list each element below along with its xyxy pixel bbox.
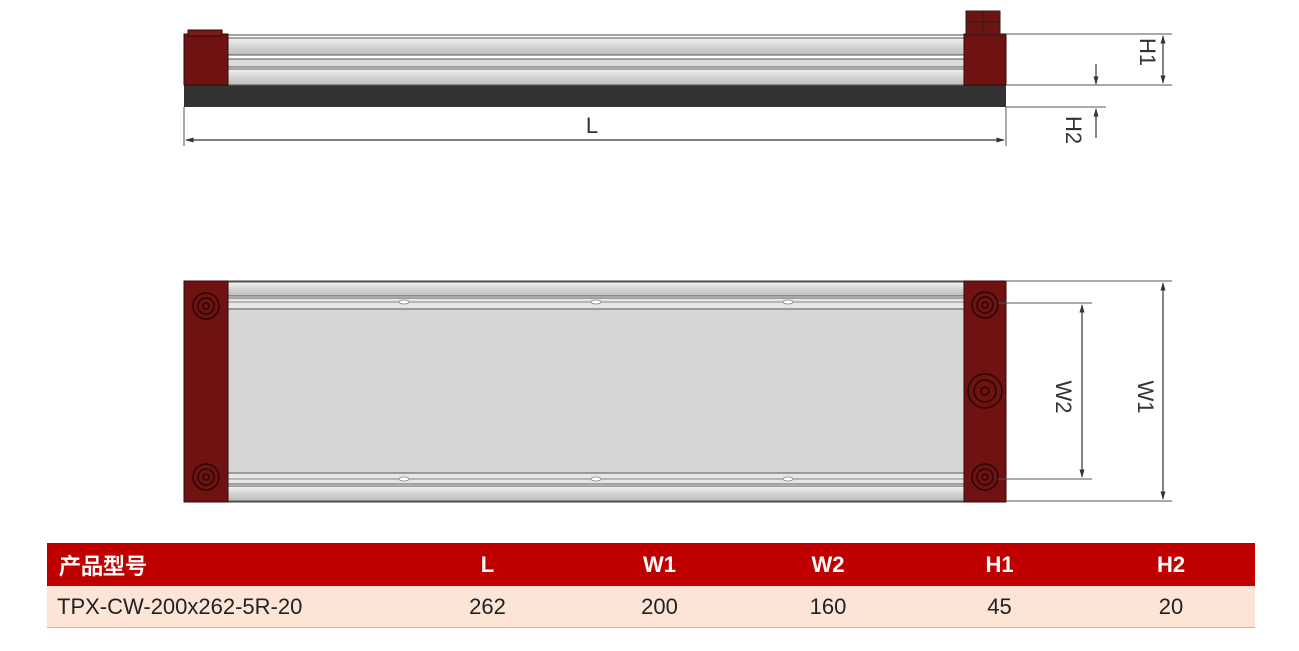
spec-table-header: 产品型号 L W1 W2 H1 H2 — [47, 543, 1255, 586]
dimension-label-W2: W2 — [1051, 381, 1076, 414]
dimension-label-L: L — [586, 113, 598, 138]
right-mount-holes — [967, 291, 1003, 491]
cell-H1: 45 — [912, 586, 1087, 628]
left-mount-holes — [192, 292, 220, 491]
top-view: W2 W1 — [183, 280, 1172, 503]
spec-table: 产品型号 L W1 W2 H1 H2 TPX-CW-200x262-5R-20 … — [47, 543, 1255, 628]
top-rail-upper — [227, 281, 965, 297]
header-L: L — [480, 551, 495, 577]
side-view: L H1 H2 — [183, 10, 1172, 146]
cell-W1: 200 — [575, 586, 744, 628]
dimension-label-W1: W1 — [1133, 381, 1158, 414]
cell-L: 262 — [400, 586, 575, 628]
dimension-label-H1: H1 — [1135, 38, 1160, 66]
right-end-cap-side — [963, 33, 1007, 86]
header-model: 产品型号 — [59, 553, 148, 580]
cell-model: TPX-CW-200x262-5R-20 — [47, 586, 400, 628]
technical-drawing: L H1 H2 — [183, 10, 1172, 503]
table-row: TPX-CW-200x262-5R-20 262 200 160 45 20 — [47, 586, 1255, 628]
base-plate — [184, 85, 1006, 107]
left-connector — [187, 29, 223, 37]
center-plate — [227, 308, 965, 474]
side-rail-lower — [227, 58, 965, 68]
dimension-label-H2: H2 — [1061, 116, 1086, 144]
header-W1: W1 — [643, 551, 676, 577]
cell-W2: 160 — [744, 586, 912, 628]
header-W2: W2 — [811, 551, 845, 577]
header-H2: H2 — [1156, 551, 1186, 577]
side-rail-upper — [227, 37, 965, 56]
side-rail-bottom — [227, 68, 965, 86]
left-end-cap-top — [183, 280, 229, 503]
cell-H2: 20 — [1087, 586, 1255, 628]
header-H1: H1 — [985, 551, 1014, 577]
left-end-cap-side — [183, 33, 229, 86]
bottom-rail-lower — [227, 485, 965, 502]
